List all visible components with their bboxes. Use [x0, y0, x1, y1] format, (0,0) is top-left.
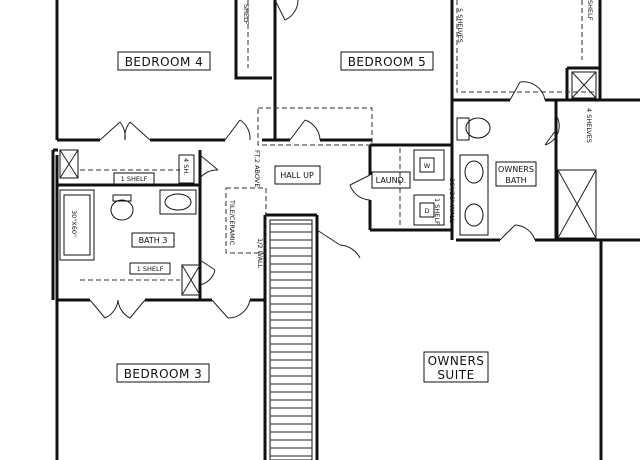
note-ft2-above: FT.2 ABOVE — [253, 150, 261, 187]
label-dryer: D — [424, 207, 429, 215]
room-labels: BEDROOM 4 BEDROOM 5 BEDROOM 3 HALL UP LA… — [116, 51, 537, 383]
staircase — [269, 219, 313, 460]
label-bedroom-4: BEDROOM 4 — [125, 55, 204, 69]
toilet — [110, 199, 134, 221]
note-half-wall: 1/2 WALL — [256, 238, 264, 269]
dryer — [413, 194, 445, 226]
note-shelf-top: SHELF — [242, 4, 250, 25]
label-owners-bath-1: OWNERS — [498, 165, 534, 174]
bathtub — [59, 189, 95, 261]
note-shelves-bath: 4 SHELVES — [585, 108, 593, 143]
label-owners-suite-1: OWNERS — [428, 354, 485, 368]
fixtures — [59, 71, 597, 296]
label-bedroom-3: BEDROOM 3 — [124, 367, 203, 381]
note-tub: 30"X60" — [70, 210, 78, 237]
note-tile: TILE/CERAMIC — [228, 199, 236, 246]
sink — [159, 189, 197, 215]
note-four-sh: 4 SH. — [182, 158, 190, 175]
label-hall-up: HALL UP — [280, 171, 314, 180]
walls — [51, 0, 640, 460]
note-shelves-top-right: 5 SHELVES — [456, 8, 464, 43]
annotations: SHELF 5 SHELVES SHELF 4 SHELVES 1 SHELF … — [70, 0, 594, 275]
note-shelf-far-right: SHELF — [586, 0, 594, 21]
dashed-lines — [80, 0, 596, 281]
label-laundry: LAUND. — [376, 176, 407, 185]
label-owners-bath-2: BATH — [505, 176, 526, 185]
owners-toilet — [465, 117, 491, 139]
label-bath-3: BATH 3 — [139, 236, 168, 245]
note-wall-36: 36"/36" WALL — [448, 178, 456, 223]
label-owners-suite-2: SUITE — [437, 368, 474, 382]
note-one-shelf-b: 1 SHELF — [137, 265, 164, 273]
label-washer: W — [424, 162, 431, 170]
label-bedroom-5: BEDROOM 5 — [348, 55, 427, 69]
doors — [89, 0, 560, 319]
note-one-shelf-a: 1 SHELF — [121, 175, 148, 183]
washer — [413, 149, 445, 181]
shower — [557, 169, 597, 239]
note-one-shelf-laundry: 1 SHELF — [433, 198, 441, 225]
